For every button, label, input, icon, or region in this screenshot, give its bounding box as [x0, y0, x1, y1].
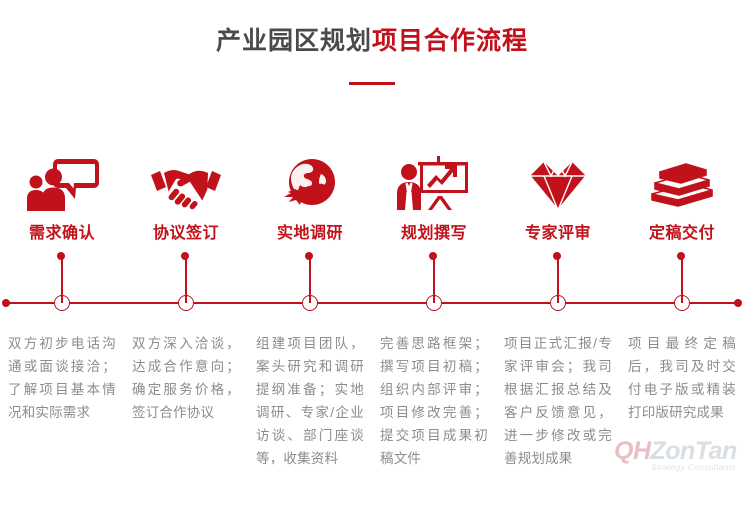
step-description: 项目最终定稿后，我司及时交付电子版或精装打印版研究成果	[628, 336, 736, 420]
process-steps: 需求确认 双方初步电话沟通或面谈接洽；了解项目基本情况和实际需求	[0, 150, 744, 532]
brand-watermark: QHZonTan Strategy Consultants	[614, 437, 738, 480]
step-label: 协议签订	[152, 225, 219, 242]
timeline-end-dot	[734, 299, 742, 307]
globe-airplane-icon	[248, 150, 372, 212]
watermark-tagline: Strategy Consultants	[651, 462, 736, 472]
process-step-6: 定稿交付 项目最终定稿后，我司及时交付电子版或精装打印版研究成果	[620, 150, 744, 532]
page-title: 产业园区规划项目合作流程	[0, 24, 744, 85]
handshake-icon	[124, 150, 248, 212]
presenter-chart-board-icon	[372, 150, 496, 212]
process-step-3: 实地调研 组建项目团队，案头研究和调研提纲准备；实地调研、专家/企业访谈、部门座…	[248, 150, 372, 532]
connector-stem	[433, 256, 435, 303]
timeline-line	[6, 302, 738, 304]
step-description: 双方深入洽谈，达成合作意向；确定服务价格，签订合作协议	[132, 336, 240, 420]
timeline-start-dot	[2, 299, 10, 307]
connector-stem	[185, 256, 187, 303]
process-step-2: 协议签订 双方深入洽谈，达成合作意向；确定服务价格，签订合作协议	[124, 150, 248, 532]
process-step-1: 需求确认 双方初步电话沟通或面谈接洽；了解项目基本情况和实际需求	[0, 150, 124, 532]
step-label: 需求确认	[28, 225, 95, 242]
step-description: 完善思路框架；撰写项目初稿；组织内部评审；项目修改完善；提交项目成果初稿文件	[380, 336, 488, 466]
process-step-4: 规划撰写 完善思路框架；撰写项目初稿；组织内部评审；项目修改完善；提交项目成果初…	[372, 150, 496, 532]
step-label: 专家评审	[524, 225, 591, 242]
title-red-part: 项目合作流程	[372, 27, 529, 55]
title-text: 产业园区规划项目合作流程	[0, 24, 744, 58]
title-dark-part: 产业园区规划	[215, 27, 372, 55]
process-step-5: 专家评审 项目正式汇报/专家评审会；我司根据汇报总结及客户反馈意见，进一步修改或…	[496, 150, 620, 532]
step-label: 定稿交付	[648, 225, 715, 242]
step-label: 实地调研	[276, 225, 343, 242]
watermark-brand-suffix: ZonTan	[650, 437, 738, 465]
book-stack-icon	[620, 150, 744, 212]
watermark-brand: QHZonTan	[614, 437, 738, 465]
connector-stem	[61, 256, 63, 303]
step-description: 双方初步电话沟通或面谈接洽；了解项目基本情况和实际需求	[8, 336, 116, 420]
step-description: 项目正式汇报/专家评审会；我司根据汇报总结及客户反馈意见，进一步修改或完善规划成…	[504, 336, 612, 466]
step-label: 规划撰写	[400, 225, 467, 242]
title-underline-rule	[349, 82, 395, 85]
step-description: 组建项目团队，案头研究和调研提纲准备；实地调研、专家/企业访谈、部门座谈等，收集…	[256, 336, 364, 466]
connector-stem	[309, 256, 311, 303]
people-speech-bubble-icon	[0, 150, 124, 212]
diamond-icon	[496, 150, 620, 212]
connector-stem	[681, 256, 683, 303]
connector-stem	[557, 256, 559, 303]
timeline-axis	[0, 295, 744, 311]
watermark-brand-prefix: QH	[614, 437, 651, 465]
